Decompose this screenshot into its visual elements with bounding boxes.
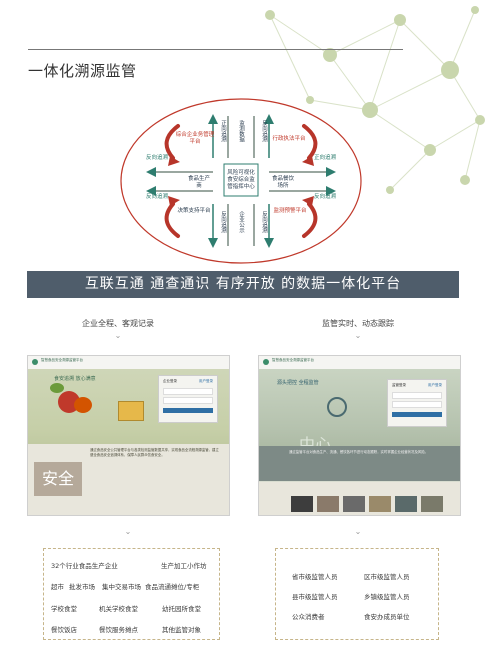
label-top-left: 正向追溯 — [220, 120, 226, 142]
list-item: 32个行业食品生产企业 — [51, 562, 118, 570]
node-law-enforcement: 行政执法平台 — [272, 136, 306, 142]
slogan: 源头把控 全程监管 — [277, 380, 319, 386]
screen-header: 智慧食品安全溯源监管平台 — [259, 356, 460, 369]
logo-icon — [32, 359, 38, 365]
left-lower-chevron-icon: ⌄ — [124, 527, 132, 536]
label-bottom-center: 企业公示 — [238, 211, 244, 233]
big-word: 安全 — [34, 462, 82, 496]
node-decision-support: 决策支持平台 — [177, 208, 211, 214]
label-right-upper: 正向追溯 — [313, 155, 336, 161]
thumbnail-5[interactable] — [395, 496, 417, 512]
login-panel: 监管登录 用户登录 — [387, 379, 447, 427]
label-top-right: 反向追溯 — [261, 120, 267, 142]
page-title: 一体化溯源监管 — [28, 62, 137, 80]
login-tab[interactable]: 用户登录 — [428, 383, 442, 387]
login-tab[interactable]: 用户登录 — [199, 379, 213, 383]
center-line-1: 风险可视化 — [227, 170, 255, 176]
logo-icon — [263, 359, 269, 365]
label-left-lower: 反向追溯 — [145, 194, 168, 200]
list-item: 食品流通摊位/专柜 — [145, 583, 200, 591]
thumbnail-6[interactable] — [421, 496, 443, 512]
slogan: 食安追溯 放心满意 — [54, 376, 96, 382]
login-panel: 企业登录 用户登录 — [158, 375, 218, 423]
center-line-3: 管指挥中心 — [227, 184, 255, 190]
list-item: 公众消费者 — [292, 613, 325, 621]
center-line-2: 食安综合监 — [227, 177, 255, 183]
city-band — [259, 446, 460, 481]
login-title: 监管登录 — [392, 383, 406, 387]
traceability-diagram: 风险可视化 食安综合监 管指挥中心 综合企业务管理平台 行政执法平台 食品生产商… — [118, 96, 364, 266]
list-item: 幼托园所食堂 — [162, 605, 201, 613]
list-item: 餐饮服务摊点 — [99, 626, 138, 634]
description-text: 通过监管平台对食品生产、流通、餐饮各环节进行动态跟踪，实时掌握企业经营状况及风险… — [289, 450, 429, 454]
label-top-center: 监测数据 — [238, 120, 244, 142]
node-catering: 食品餐饮场所 — [272, 176, 295, 189]
list-item: 餐饮饭店 — [51, 626, 77, 634]
node-monitoring: 监测预警平台 — [273, 208, 307, 214]
thumbnail-3[interactable] — [343, 496, 365, 512]
magnifier-icon — [327, 397, 347, 417]
login-button[interactable] — [392, 412, 442, 417]
site-title: 智慧食品安全溯源监管平台 — [41, 358, 83, 362]
screen-header: 智慧食品安全溯源监管平台 — [28, 356, 229, 369]
label-right-lower: 反向追溯 — [313, 194, 336, 200]
node-food-producer: 食品生产商 — [188, 176, 211, 189]
box-icon — [118, 401, 144, 421]
list-item: 学校食堂 — [51, 605, 77, 613]
left-chevron-icon: ⌄ — [114, 331, 122, 340]
enterprise-screenshot: 智慧食品安全溯源监管平台 食安追溯 放心满意 企业登录 用户登录 安全 通过食品… — [27, 355, 230, 516]
password-input[interactable] — [392, 401, 442, 408]
list-item: 乡镇级监管人员 — [364, 593, 410, 601]
list-item: 生产加工小作坊 — [161, 562, 207, 570]
username-input[interactable] — [163, 388, 213, 395]
node-enterprise-platform: 综合企业务管理平台 — [175, 132, 215, 145]
leaf-icon — [50, 383, 64, 393]
network-decoration — [265, 6, 485, 194]
right-lower-chevron-icon: ⌄ — [354, 527, 362, 536]
login-title: 企业登录 — [163, 379, 177, 383]
list-item: 集中交易市场 — [102, 583, 141, 591]
enterprise-list-box: 32个行业食品生产企业 生产加工小作坊 超市 批发市场 集中交易市场 食品流通摊… — [43, 548, 220, 640]
list-item: 批发市场 — [69, 583, 95, 591]
right-chevron-icon: ⌄ — [354, 331, 362, 340]
label-bottom-left: 反向追溯 — [220, 211, 226, 233]
right-caption: 监管实时、动态跟踪 — [322, 319, 394, 328]
thumbnail-1[interactable] — [291, 496, 313, 512]
label-left-upper: 反向追溯 — [145, 155, 168, 161]
list-item: 超市 — [51, 583, 64, 591]
thumbnail-2[interactable] — [317, 496, 339, 512]
site-title: 智慧食品安全溯源监管平台 — [272, 358, 314, 362]
header-rule — [28, 49, 403, 50]
thumbnail-4[interactable] — [369, 496, 391, 512]
list-item: 省市级监管人员 — [292, 573, 338, 581]
label-bottom-right: 反向追溯 — [261, 211, 267, 233]
list-item: 区市级监管人员 — [364, 573, 410, 581]
list-item: 县市级监管人员 — [292, 593, 338, 601]
list-item: 食安办成员单位 — [364, 613, 410, 621]
diagram-graphics — [120, 98, 362, 264]
regulator-screenshot: 智慧食品安全溯源监管平台 源头把控 全程监管 中心 监管登录 用户登录 通过监管… — [258, 355, 461, 516]
password-input[interactable] — [163, 397, 213, 404]
list-item: 机关学校食堂 — [99, 605, 138, 613]
platform-banner: 互联互通 通查通识 有序开放 的数据一体化平台 — [27, 271, 459, 298]
left-caption: 企业全程、客观记录 — [82, 319, 154, 328]
regulator-list-box: 省市级监管人员 区市级监管人员 县市级监管人员 乡镇级监管人员 公众消费者 食安… — [275, 548, 439, 640]
description-text: 通过食品安全公共管理平台与各类检测监管数据共享，实现食品全流程溯源监管，建立健全… — [90, 448, 219, 457]
login-button[interactable] — [163, 408, 213, 413]
list-item: 其他监管对象 — [162, 626, 201, 634]
username-input[interactable] — [392, 392, 442, 399]
center-node: 风险可视化 食安综合监 管指挥中心 — [227, 170, 255, 191]
vegetable-icon — [74, 397, 92, 413]
